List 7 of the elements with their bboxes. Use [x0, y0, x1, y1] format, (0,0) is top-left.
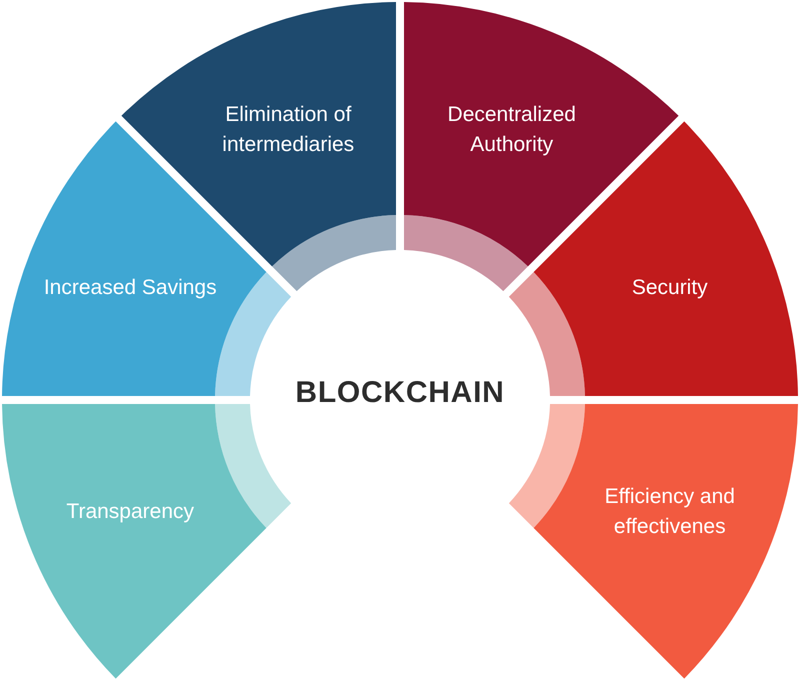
segment-label: Increased Savings [44, 275, 217, 302]
center-label: BLOCKCHAIN [295, 375, 505, 411]
segment-label: Transparency [66, 498, 194, 525]
segment-label: Elimination of intermediaries [221, 102, 356, 158]
segment-label: Security [632, 275, 708, 302]
segment-label: Efficiency and effectivenes [604, 484, 736, 540]
segment-label: Decentralized Authority [446, 102, 577, 158]
